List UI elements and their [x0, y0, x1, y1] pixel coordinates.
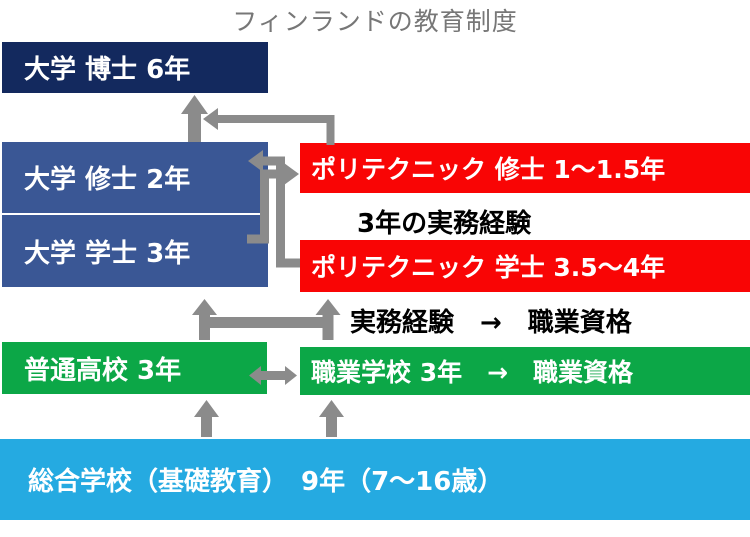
diagram-title: フィンランドの教育制度 [232, 7, 518, 36]
arrow-master-to-doctor-icon [181, 95, 208, 142]
box-university-bachelor-label: 大学 学士 3年 [24, 238, 191, 269]
box-vocational-school: 職業学校 3年 → 職業資格 [300, 347, 750, 395]
box-university-doctor-label: 大学 博士 6年 [24, 55, 191, 85]
box-comprehensive-school: 総合学校（基礎教育） 9年（7〜16歳） [0, 439, 750, 520]
annotation-3yr-work-experience: 3年の実務経験 [357, 209, 532, 239]
arrow-comprehensive-to-vocational-icon [319, 400, 344, 437]
box-university-master-label: 大学 修士 2年 [24, 165, 191, 195]
box-polytechnic-master-label: ポリテクニック 修士 1〜1.5年 [311, 155, 666, 184]
arrow-comprehensive-to-general-icon [194, 400, 219, 437]
box-university-bachelor: 大学 学士 3年 [2, 215, 268, 287]
annotation-work-experience-qualification: 実務経験 → 職業資格 [350, 308, 632, 338]
box-general-high-school: 普通高校 3年 [2, 342, 267, 394]
box-vocational-school-label: 職業学校 3年 → 職業資格 [311, 358, 634, 387]
box-polytechnic-master: ポリテクニック 修士 1〜1.5年 [300, 143, 750, 193]
box-polytechnic-bachelor: ポリテクニック 学士 3.5〜4年 [300, 240, 750, 292]
box-comprehensive-school-label: 総合学校（基礎教育） 9年（7〜16歳） [28, 467, 504, 497]
box-general-high-school-label: 普通高校 3年 [24, 355, 182, 386]
arrow-highschool-to-tertiary-icon [192, 299, 341, 340]
box-university-master: 大学 修士 2年 [2, 142, 268, 213]
arrow-poly-master-to-doctor-icon [203, 108, 335, 145]
box-university-doctor: 大学 博士 6年 [2, 42, 268, 93]
box-polytechnic-bachelor-label: ポリテクニック 学士 3.5〜4年 [311, 253, 666, 282]
